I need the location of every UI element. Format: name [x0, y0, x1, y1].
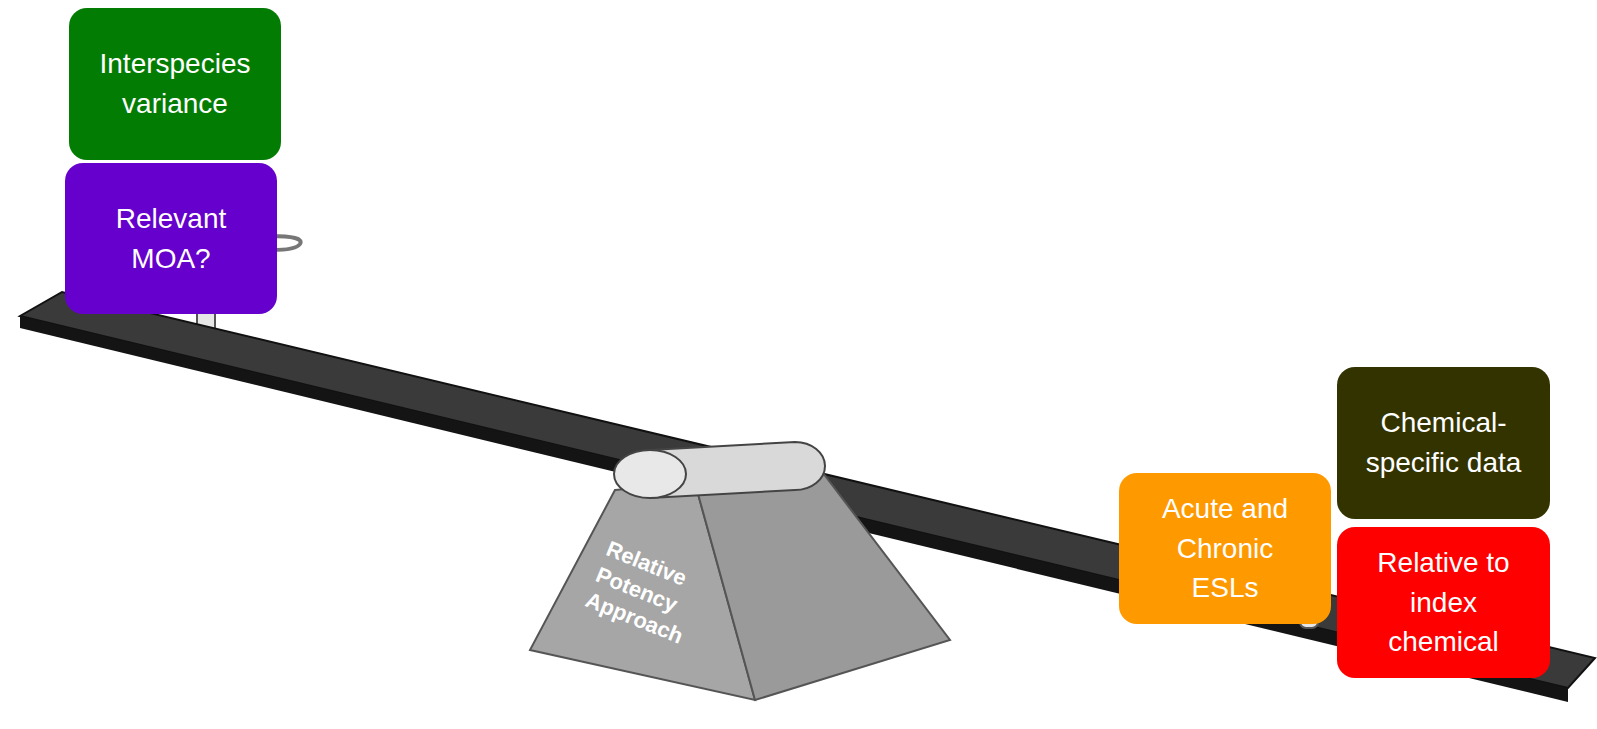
factor-box: Relative to index chemical	[1337, 527, 1550, 678]
pivot-end	[614, 450, 686, 498]
factor-box: Relevant MOA?	[65, 163, 277, 314]
factor-box: Acute and Chronic ESLs	[1119, 473, 1331, 624]
factor-box: Interspecies variance	[69, 8, 281, 160]
node-text: Interspecies variance	[91, 44, 259, 124]
node-text: Relevant MOA?	[87, 199, 255, 279]
beam-side	[20, 316, 1568, 702]
node-text: Acute and Chronic ESLs	[1141, 489, 1309, 608]
factor-box: Chemical-specific data	[1337, 367, 1550, 519]
node-text: Chemical-specific data	[1359, 403, 1528, 483]
node-text: Relative to index chemical	[1359, 543, 1528, 662]
fulcrum-face	[695, 473, 950, 700]
